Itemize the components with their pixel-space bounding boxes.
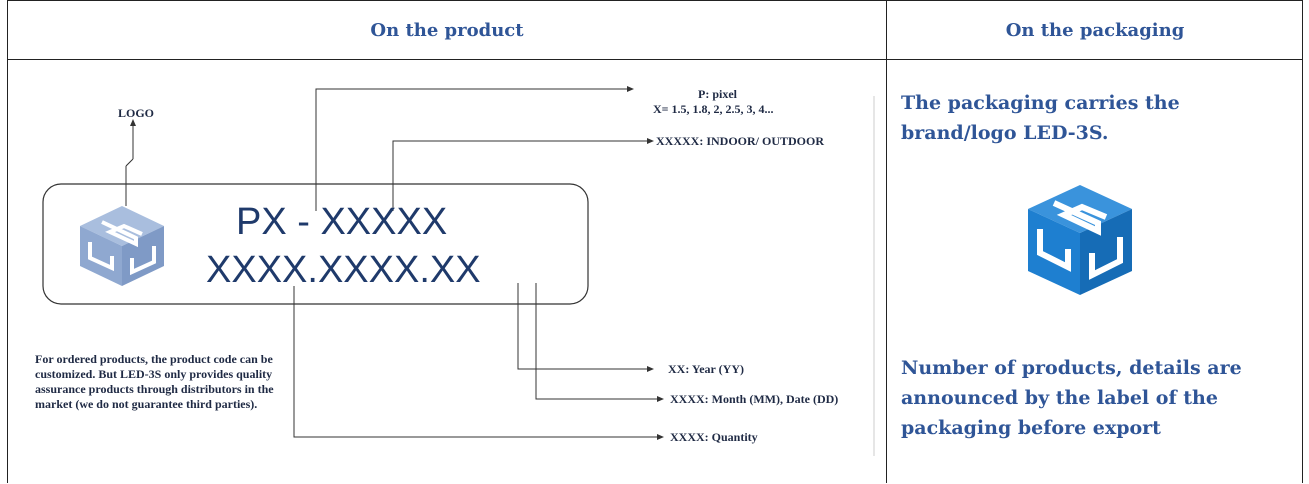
- quantity-label: XXXX: Quantity: [670, 430, 758, 444]
- diagram-lines: [42, 86, 875, 456]
- column-divider: [886, 1, 887, 483]
- packaging-brand-text: The packaging carries the brand/logo LED…: [901, 92, 1180, 144]
- header-on-packaging: On the packaging: [1005, 19, 1185, 41]
- pixel-label: P: pixel: [698, 87, 737, 101]
- code-line-1: PX - XXXXX: [236, 201, 448, 243]
- logo-label: LOGO: [118, 106, 155, 120]
- indoor-outdoor-label: XXXXX: INDOOR/ OUTDOOR: [656, 134, 824, 148]
- header-on-product: On the product: [370, 19, 524, 41]
- code-line-2: XXXX.XXXX.XX: [206, 249, 481, 291]
- led3s-logo-product: [80, 206, 164, 286]
- customization-note: For ordered products, the product code c…: [35, 352, 274, 411]
- led3s-logo-packaging: [1028, 185, 1132, 295]
- header-divider: [8, 59, 1302, 60]
- packaging-details-text: Number of products, details are announce…: [901, 357, 1242, 439]
- info-table: On the product On the packaging: [7, 0, 1303, 483]
- x-values-label: X= 1.5, 1.8, 2, 2.5, 3, 4...: [653, 102, 774, 116]
- month-date-label: XXXX: Month (MM), Date (DD): [670, 392, 839, 406]
- product-code-diagram: LOGO P: pixel X= 1.5, 1.8, 2, 2.5, 3, 4.…: [8, 1, 886, 484]
- year-label: XX: Year (YY): [668, 362, 744, 376]
